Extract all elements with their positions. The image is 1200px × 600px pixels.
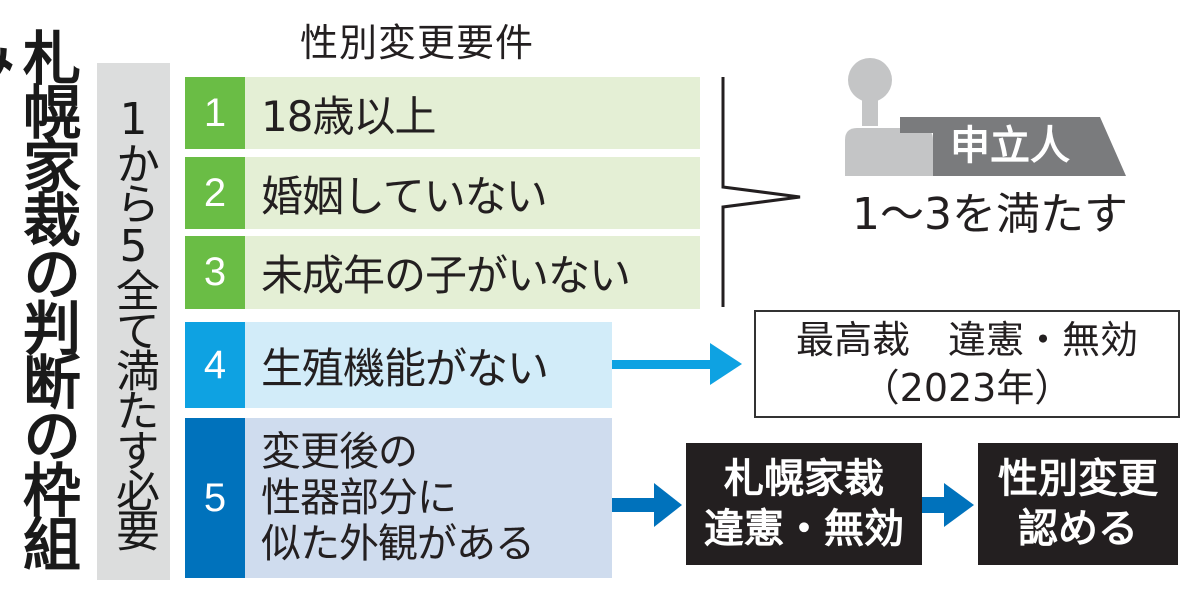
requirement-text-line: 性器部分に [261, 475, 457, 521]
all-conditions-label: 1から5全て満たす必要 [108, 94, 159, 548]
requirement-number: 4 [185, 322, 245, 408]
result-line-2: 認める [1018, 506, 1138, 552]
arrow-5-to-sapporo [612, 483, 682, 527]
arrow-sapporo-to-result [922, 483, 974, 527]
requirement-number: 3 [185, 236, 245, 309]
supreme-court-ruling: 最高裁 違憲・無効 [795, 318, 1138, 362]
requirement-text: 変更後の 性器部分に 似た外観がある [245, 418, 612, 578]
person-icon [845, 58, 933, 176]
supreme-court-year: （2023年） [861, 366, 1073, 410]
requirement-text: 未成年の子がいない [245, 236, 700, 309]
requirement-number: 2 [185, 157, 245, 229]
applicant-condition: 1～3を満たす [852, 189, 1128, 240]
requirements-heading: 性別変更要件 [300, 21, 535, 65]
requirement-row-3: 3 未成年の子がいない [185, 236, 700, 309]
requirement-row-2: 2 婚姻していない [185, 157, 700, 229]
requirement-text-line: 似た外観がある [261, 521, 535, 567]
sapporo-ruling-box: 札幌家裁 違憲・無効 [686, 443, 922, 565]
main-title: 札幌家裁の判断の枠組み [0, 28, 81, 568]
result-box: 性別変更 認める [978, 443, 1178, 565]
requirement-text-line: 変更後の [261, 429, 418, 475]
brace-connector [721, 77, 801, 307]
sapporo-ruling: 違憲・無効 [704, 506, 904, 552]
requirement-row-1: 1 18歳以上 [185, 77, 700, 149]
requirement-number: 1 [185, 77, 245, 149]
applicant-label: 申立人 [950, 123, 1070, 169]
arrow-4-to-supreme-court [612, 343, 742, 385]
result-line-1: 性別変更 [998, 456, 1158, 502]
supreme-court-ruling-box: 最高裁 違憲・無効 （2023年） [754, 310, 1180, 418]
sapporo-court-name: 札幌家裁 [724, 456, 884, 502]
applicant-label-background [900, 117, 1126, 176]
requirement-row-5: 5 変更後の 性器部分に 似た外観がある [185, 418, 612, 578]
requirement-text: 18歳以上 [245, 77, 700, 149]
requirement-number: 5 [185, 418, 245, 578]
requirement-text: 婚姻していない [245, 157, 700, 229]
all-conditions-bar: 1から5全て満たす必要 [97, 63, 170, 580]
requirement-row-4: 4 生殖機能がない [185, 322, 612, 408]
applicant-badge: 申立人 [900, 117, 1125, 176]
requirement-text: 生殖機能がない [245, 322, 612, 408]
